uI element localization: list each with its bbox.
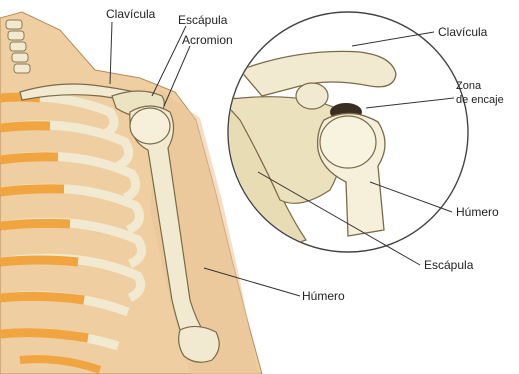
label-clavicula-zoom: Clavícula bbox=[438, 26, 487, 39]
humeral-head bbox=[130, 108, 170, 144]
label-zona: Zona bbox=[456, 80, 481, 93]
label-de-encaje: de encaje bbox=[456, 94, 504, 107]
label-escapula-zoom: Escápula bbox=[424, 259, 473, 272]
elbow-joint bbox=[179, 326, 220, 362]
label-humero-zoom: Húmero bbox=[456, 206, 499, 219]
label-clavicula: Clavícula bbox=[106, 8, 155, 21]
label-acromion: Acromion bbox=[182, 34, 233, 47]
label-humero: Húmero bbox=[302, 290, 345, 303]
label-escapula: Escápula bbox=[178, 14, 227, 27]
